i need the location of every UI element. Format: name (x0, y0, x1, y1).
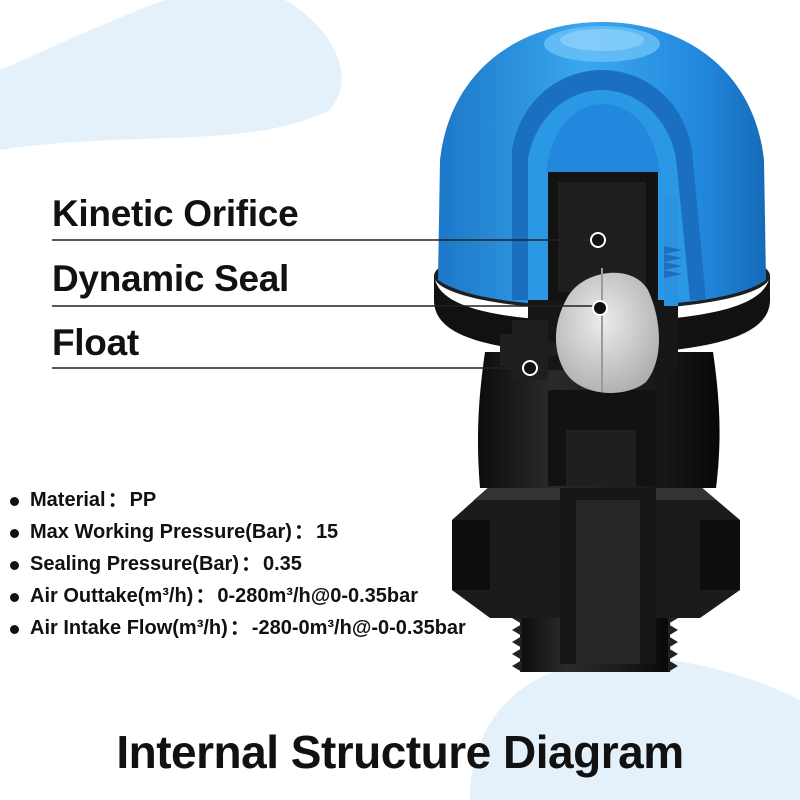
bullet-icon (10, 593, 19, 602)
spec-separator: ： (293, 521, 314, 543)
float-collar (500, 320, 562, 380)
background-blob-bottom-right (470, 658, 800, 800)
spec-value: -280-0m³/h@-0-0.35bar (251, 617, 466, 639)
callout-float: Float (52, 322, 139, 363)
bullet-icon (10, 497, 19, 506)
spec-separator: ： (240, 553, 261, 575)
spec-item-material: Material：PP (10, 484, 466, 516)
spec-separator: ： (229, 617, 250, 639)
diagram-title: Internal Structure Diagram (116, 726, 684, 778)
spec-value: 15 (315, 521, 339, 543)
spec-separator: ： (195, 585, 216, 607)
spec-value: 0.35 (262, 553, 302, 575)
dynamic-seal-ball (555, 272, 659, 394)
bullet-icon (10, 529, 19, 538)
spec-name: Max Working Pressure(Bar) (30, 521, 292, 543)
spec-item-air-intake-flow: Air Intake Flow(m³/h)：-280-0m³/h@-0-0.35… (10, 612, 466, 644)
spindle-thread (664, 196, 682, 306)
callout-dynamic-seal: Dynamic Seal (52, 258, 290, 299)
bullet-icon (10, 561, 19, 570)
spec-value: PP (129, 489, 157, 511)
callout-kinetic-orifice: Kinetic Orifice (52, 193, 299, 234)
spec-name: Air Intake Flow(m³/h) (30, 617, 228, 639)
callout-markers (522, 232, 608, 376)
spec-name: Air Outtake(m³/h) (30, 585, 194, 607)
callout-leaders (52, 239, 600, 369)
spec-name: Material (30, 489, 106, 511)
spec-item-max-working-pressure: Max Working Pressure(Bar)：15 (10, 516, 466, 548)
spec-item-sealing-pressure: Sealing Pressure(Bar)：0.35 (10, 548, 466, 580)
spec-item-air-outtake: Air Outtake(m³/h)：0-280m³/h@0-0.35bar (10, 580, 466, 612)
spec-name: Sealing Pressure(Bar) (30, 553, 239, 575)
spec-list: Material：PP Max Working Pressure(Bar)：15… (10, 484, 466, 644)
spec-separator: ： (107, 489, 128, 511)
bullet-icon (10, 625, 19, 634)
background-blob-top-left (0, 0, 342, 150)
spec-value: 0-280m³/h@0-0.35bar (217, 585, 419, 607)
